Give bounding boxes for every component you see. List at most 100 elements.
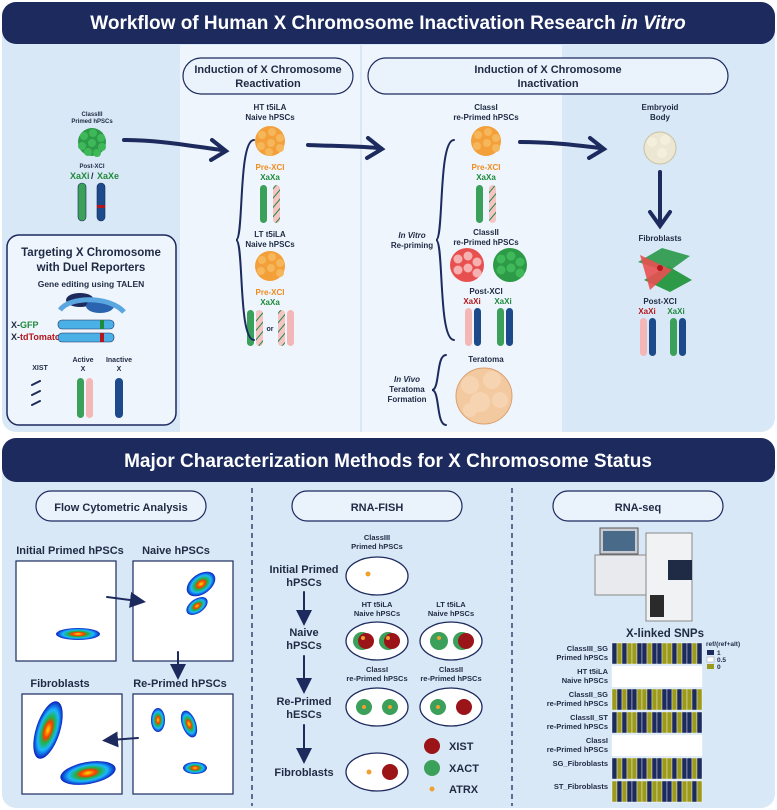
chrom-classII-3	[497, 308, 504, 346]
inactive-x-chromosome	[115, 378, 123, 418]
top-banner-title: Workflow of Human X Chromosome Inactivat…	[90, 13, 685, 34]
heatmap-cell	[651, 642, 658, 665]
heatmap-cell	[661, 734, 668, 757]
fish-title: RNA-FISH	[351, 502, 404, 514]
arrow-to-inactivation-head	[365, 136, 386, 160]
heatmap-cell	[691, 688, 698, 711]
heatmap-cell	[616, 665, 623, 688]
chrom-ht-1	[260, 185, 267, 223]
heatmap-cell	[686, 780, 693, 803]
classII-colony-green	[493, 248, 527, 282]
arrow-to-fibroblasts-head	[648, 210, 672, 230]
heatmap-cell	[651, 757, 658, 780]
heatmap-cell	[691, 757, 698, 780]
heatmap-cell	[696, 688, 703, 711]
classII-label: ClassII	[473, 228, 499, 237]
lt-t5ila-label: LT t5iLA	[254, 230, 286, 239]
fish-xist-fibro	[382, 764, 398, 780]
classI-colony	[471, 126, 501, 156]
heatmap-cell	[641, 665, 648, 688]
heatmap-cell	[636, 734, 643, 757]
teratoma-label-2: Teratoma	[389, 385, 425, 394]
heatmap-cell	[621, 665, 628, 688]
heatmap-cell	[666, 780, 673, 803]
heatmap-cell	[661, 642, 668, 665]
chrom-fibro-2	[649, 318, 656, 356]
heatmap-cell	[626, 780, 633, 803]
snp-heatmap	[611, 642, 703, 803]
snps-title: X-linked SNPs	[626, 628, 704, 640]
heatmap-cell	[671, 734, 678, 757]
lt-naive-label: Naive hPSCs	[245, 240, 295, 249]
heatmap-cell	[651, 688, 658, 711]
chrom-classII-1	[465, 308, 472, 346]
heatmap-cell	[691, 711, 698, 734]
heatmap-cell	[641, 642, 648, 665]
heatmap-cell	[651, 780, 658, 803]
active-x-label: Active	[72, 357, 93, 364]
legend-atrx-label: ATRX	[449, 784, 479, 796]
flow-arrow-initial-naive	[106, 592, 146, 608]
fish-cell-lt	[419, 621, 483, 661]
heatmap-cell	[676, 780, 683, 803]
fibro-xaxi-a: XaXi	[638, 307, 655, 316]
in-vivo-label: In Vivo	[394, 375, 420, 384]
heatmap-cell	[691, 642, 698, 665]
fish-lt-l2: Naive hPSCs	[428, 609, 474, 618]
heatmap-cell	[641, 734, 648, 757]
heatmap-cell	[686, 711, 693, 734]
chrom-fibro-3	[670, 318, 677, 356]
fish-ht-l2: Naive hPSCs	[354, 609, 400, 618]
heatmap-cell	[616, 734, 623, 757]
flow-population-reprimed-3	[183, 762, 207, 774]
flow-fibro-label: Fibroblasts	[30, 678, 89, 690]
chrom-lt-3	[278, 310, 285, 346]
heatmap-row-sublabel: re-Primed hPSCs	[547, 745, 608, 754]
heatmap-cell	[661, 757, 668, 780]
legend-atrx-swatch	[429, 786, 435, 792]
heatmap-cell	[616, 642, 623, 665]
xaxa-label: XaXa	[260, 173, 280, 182]
flow-plot-naive	[132, 560, 234, 662]
heatmap-cell	[681, 688, 688, 711]
fish-naive-l2: hPSCs	[286, 640, 321, 652]
classII-sublabel: re-Primed hPSCs	[453, 238, 519, 247]
heatmap-row-sublabel: re-Primed hPSCs	[547, 699, 608, 708]
heatmap-cell	[666, 665, 673, 688]
legend-one-swatch	[707, 650, 714, 655]
heatmap-cell	[671, 642, 678, 665]
chrom-ht-2	[273, 185, 280, 223]
fish-c1-l1: ClassI	[366, 665, 388, 674]
heatmap-cell	[636, 711, 643, 734]
heatmap-cell	[611, 780, 618, 803]
chrom-lt-4	[287, 310, 294, 346]
heatmap-cell	[631, 688, 638, 711]
flow-population-reprimed-2	[180, 710, 198, 738]
sequencer-icon	[594, 527, 693, 622]
post-xci-label: Post-XCI	[79, 164, 104, 170]
fish-reprimed-l2: hESCs	[286, 709, 321, 721]
classII-colony-red	[450, 248, 484, 282]
heatmap-cell	[626, 642, 633, 665]
targeting-title-line2: with Duel Reporters	[36, 262, 146, 274]
heatmap-cell	[661, 780, 668, 803]
heatmap-cell	[656, 780, 663, 803]
fish-atrx-ht-2	[386, 636, 390, 640]
heatmap-cell	[626, 665, 633, 688]
lt-naive-colony	[255, 251, 285, 281]
fish-xact-lt-1	[430, 632, 448, 650]
in-vitro-label: In Vitro	[398, 231, 425, 240]
inactivation-column-bg	[362, 45, 562, 432]
heatmap-row-sublabel: re-Primed hPSCs	[547, 722, 608, 731]
reactivation-label-line1: Induction of X Chromosome	[194, 64, 341, 76]
inactivation-section-label	[367, 57, 729, 95]
chrom-classII-4	[506, 308, 513, 346]
chromosome-reporter-band	[97, 205, 105, 208]
pre-xci-label-2: Pre-XCI	[256, 288, 285, 297]
heatmap-cell	[611, 642, 618, 665]
fish-initial-l1: Initial Primed	[269, 564, 338, 576]
heatmap-cell	[656, 642, 663, 665]
heatmap-cell	[621, 734, 628, 757]
embryoid-body	[643, 131, 677, 165]
